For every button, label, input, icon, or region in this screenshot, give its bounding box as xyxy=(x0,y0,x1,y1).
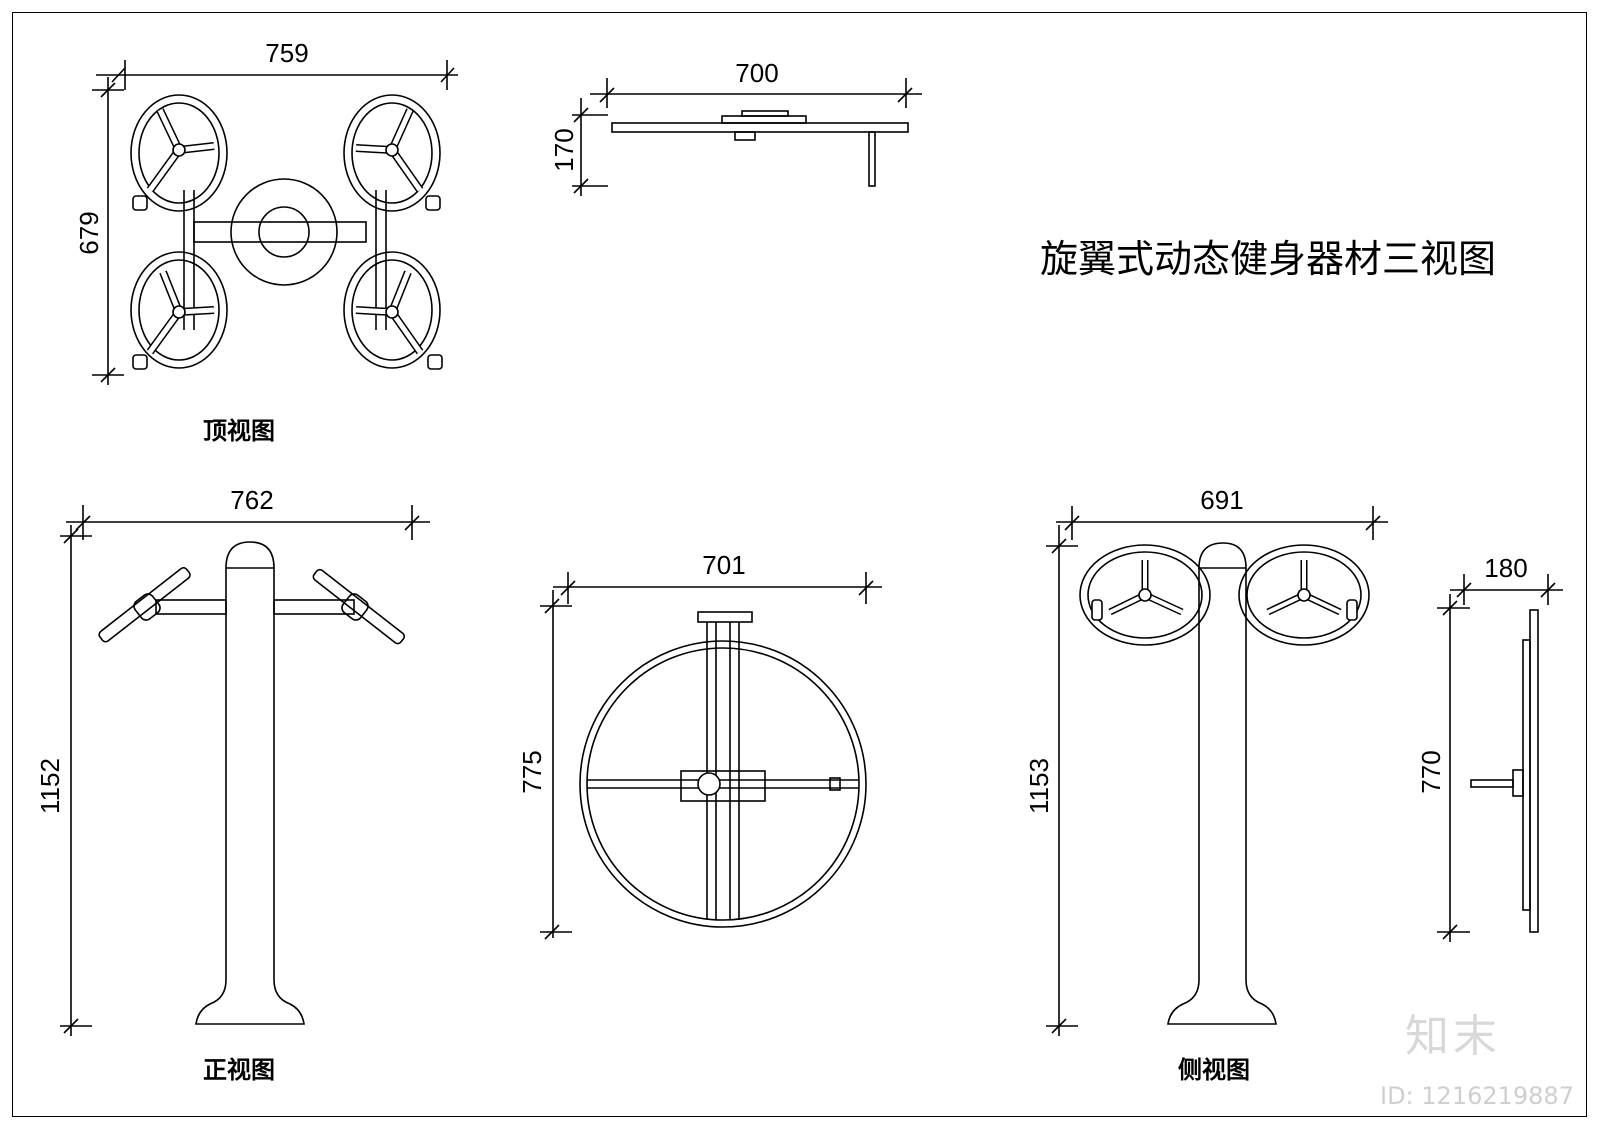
watermark-id: ID: 1216219887 xyxy=(1380,1082,1574,1110)
dim-front-height: 1152 xyxy=(35,758,65,814)
dim-top-height: 679 xyxy=(74,211,104,254)
label-side-view: 侧视图 xyxy=(1178,1055,1250,1084)
dim-wheel-width: 701 xyxy=(702,550,745,580)
dim-elev-height: 170 xyxy=(549,128,579,171)
dim-top-width: 759 xyxy=(265,38,308,68)
dim-side-width: 691 xyxy=(1200,485,1243,515)
side-view-drawing xyxy=(1046,506,1388,1036)
top-elevation-drawing xyxy=(572,78,922,196)
label-top-view: 顶视图 xyxy=(203,416,275,445)
drawing-frame xyxy=(12,12,1587,1117)
label-front-view: 正视图 xyxy=(203,1055,275,1084)
dim-side-height: 1153 xyxy=(1024,758,1054,814)
top-view-drawing xyxy=(92,60,458,385)
dim-edge-width: 180 xyxy=(1484,553,1527,583)
edge-view-drawing xyxy=(1437,574,1563,942)
dim-elev-width: 700 xyxy=(735,58,778,88)
drawing-title: 旋翼式动态健身器材三视图 xyxy=(1040,237,1497,281)
dim-wheel-height: 775 xyxy=(517,750,547,793)
dim-front-width: 762 xyxy=(230,485,273,515)
wheel-view-drawing xyxy=(540,572,882,940)
watermark-logo: 知末 xyxy=(1405,1011,1501,1062)
dim-edge-height: 770 xyxy=(1416,750,1446,793)
front-view-drawing xyxy=(60,505,430,1036)
